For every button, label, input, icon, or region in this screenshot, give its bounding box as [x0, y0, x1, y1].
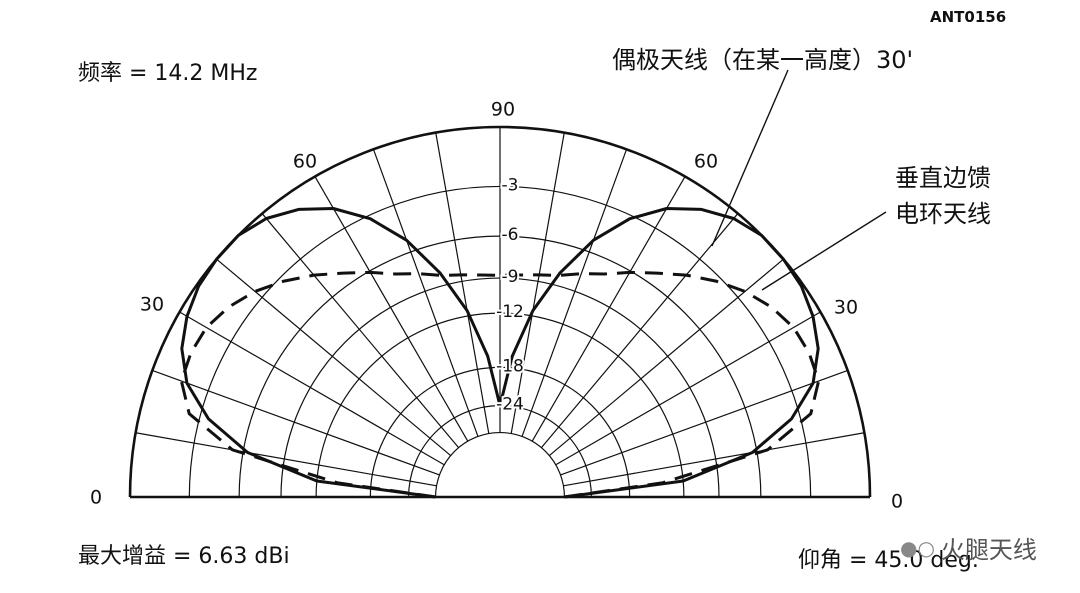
pattern-curves — [179, 207, 821, 499]
loop-pattern-curve — [180, 207, 820, 499]
loop-series-label: 垂直边馈 电环天线 — [895, 160, 1035, 232]
angle-spoke — [540, 213, 739, 449]
angle-spoke — [216, 258, 452, 457]
leader-lines — [711, 69, 887, 291]
angle-spoke — [548, 258, 784, 457]
chart-labels: 0 30 60 90 60 30 0 -3 -6 -9 -12 -18 -24 — [90, 99, 903, 513]
figure-code: ANT0156 — [930, 8, 1007, 26]
angle-label: 0 — [90, 487, 102, 509]
angle-spoke — [510, 132, 565, 434]
loop-label-line1: 垂直边馈 — [895, 164, 991, 192]
angle-spoke — [152, 369, 440, 476]
angle-spoke — [563, 432, 865, 487]
db-label: -24 — [496, 395, 524, 415]
angle-spoke — [560, 369, 848, 476]
angle-spoke — [261, 213, 460, 449]
max-gain-label: 最大增益 = 6.63 dBi — [78, 544, 290, 569]
angle-label: 0 — [891, 491, 903, 513]
angle-label: 60 — [694, 151, 718, 173]
db-label: -9 — [502, 267, 519, 287]
angle-spoke — [521, 149, 628, 437]
frequency-label: 频率 = 14.2 MHz — [78, 61, 258, 86]
angle-spoke — [314, 176, 469, 442]
angle-spoke — [135, 432, 437, 487]
dipole-leader-line — [711, 69, 789, 247]
angle-spoke — [555, 311, 821, 466]
watermark: ●○ 火腿天线 — [900, 530, 1037, 565]
db-ring — [434, 432, 566, 498]
angle-label: 30 — [140, 294, 164, 316]
dipole-series-label: 偶极天线（在某一高度）30' — [612, 46, 914, 74]
angle-label: 60 — [293, 151, 317, 173]
elevation-label: 仰角 = 45.0 deg. — [798, 548, 979, 573]
db-label: -12 — [496, 302, 524, 322]
db-label: -3 — [502, 175, 519, 195]
angle-label: 90 — [491, 99, 515, 121]
loop-leader-line — [761, 211, 887, 291]
angle-spoke — [531, 176, 686, 442]
angle-spoke — [435, 132, 490, 434]
loop-label-line2: 电环天线 — [895, 200, 991, 228]
wechat-icon: ●○ — [900, 535, 935, 560]
angle-label: 30 — [834, 297, 858, 319]
watermark-text: 火腿天线 — [940, 536, 1037, 564]
angle-spoke — [372, 149, 479, 437]
angle-spoke — [179, 311, 445, 466]
db-label: -18 — [496, 356, 524, 376]
polar-grid — [128, 125, 872, 499]
db-label: -6 — [502, 225, 519, 245]
